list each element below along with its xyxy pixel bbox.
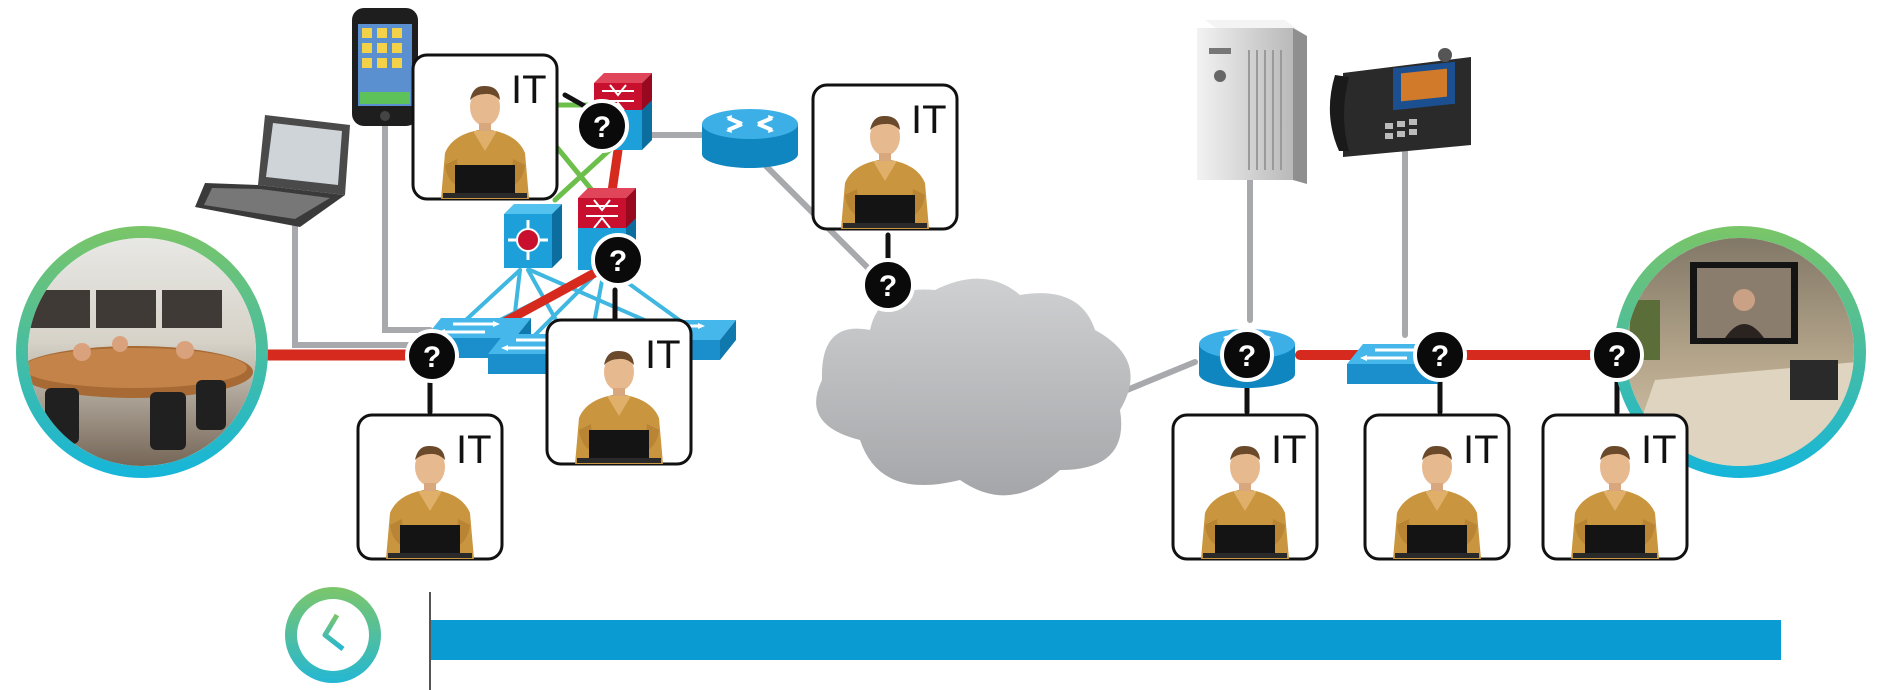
green-link-cross (552, 142, 618, 203)
it-label: IT (1271, 428, 1307, 472)
question-mark: ? (879, 270, 897, 303)
question-badge-endpoint: ? (1590, 328, 1644, 382)
it-card-branch-router: IT (1171, 413, 1319, 561)
it-card-access-left: IT (356, 413, 504, 561)
telepresence-room-photo (16, 226, 268, 478)
question-mark: ? (423, 341, 441, 374)
clock-icon (285, 587, 381, 683)
question-badge-branch-router: ? (1220, 328, 1274, 382)
layer3-switch-icon (502, 202, 564, 270)
smartphone-icon (352, 8, 418, 126)
question-mark: ? (1608, 340, 1626, 373)
router-icon (700, 107, 800, 170)
question-mark: ? (593, 111, 611, 144)
it-card-access-right: IT (545, 318, 693, 466)
timeline-bar (431, 620, 1781, 660)
it-label: IT (911, 98, 947, 142)
it-label: IT (456, 428, 492, 472)
it-label: IT (1641, 428, 1677, 472)
laptop-link (292, 197, 433, 348)
it-card-branch-switch: IT (1363, 413, 1511, 561)
question-badge-access: ? (405, 329, 459, 383)
it-label: IT (1463, 428, 1499, 472)
question-mark: ? (609, 245, 627, 278)
it-label: IT (645, 333, 681, 377)
phone-link (382, 115, 433, 333)
it-card-core: IT (411, 53, 559, 201)
question-badge-distribution: ? (591, 233, 645, 287)
question-mark: ? (1238, 340, 1256, 373)
question-badge-core: ? (575, 99, 629, 153)
laptop-icon (195, 115, 350, 227)
it-label: IT (511, 68, 547, 112)
ip-phone-icon (1329, 48, 1471, 157)
server-icon (1197, 20, 1307, 184)
firewall-bottom (577, 187, 637, 231)
question-mark: ? (1431, 340, 1449, 373)
it-card-wan: IT (811, 83, 959, 231)
question-badge-wan: ? (861, 258, 915, 312)
cloud-icon (816, 278, 1131, 496)
question-badge-branch-switch: ? (1413, 328, 1467, 382)
it-card-endpoint: IT (1541, 413, 1689, 561)
